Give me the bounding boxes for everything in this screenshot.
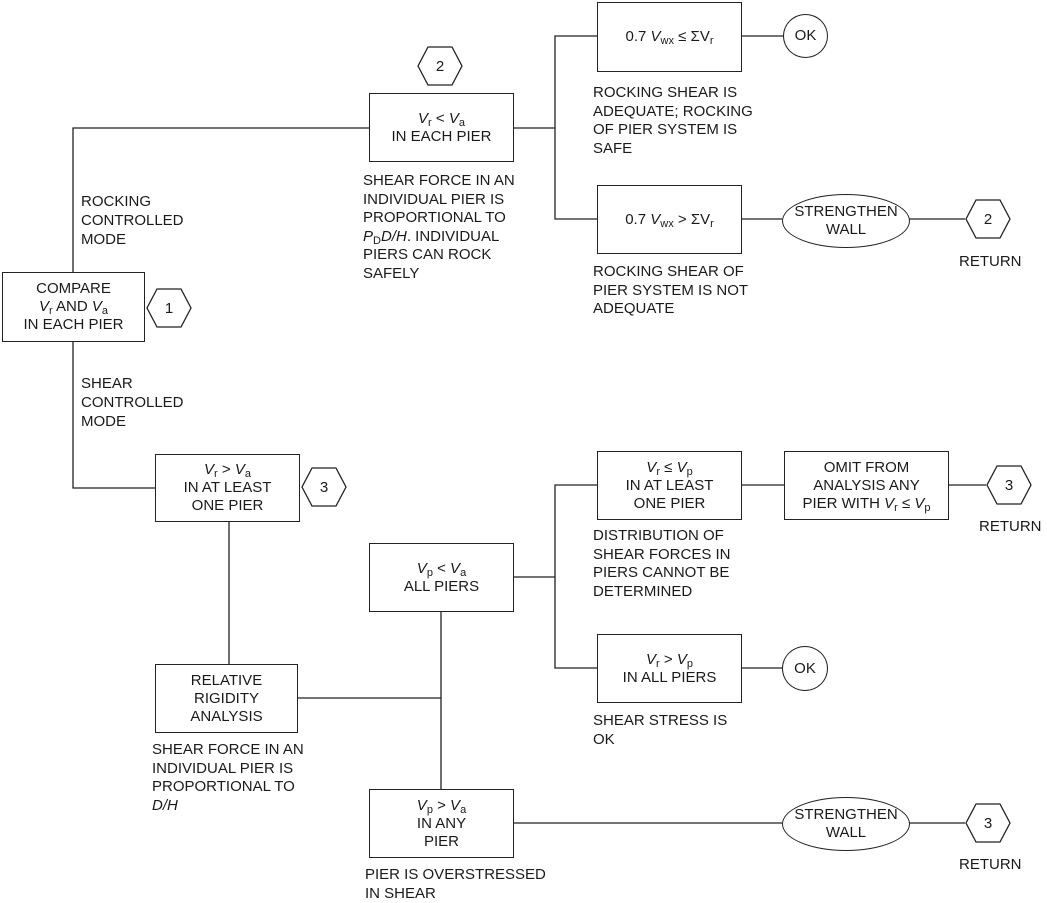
step-marker-2: 2	[417, 46, 463, 86]
connector-start-to-shear	[72, 341, 155, 489]
rocking-mode-label: ROCKING CONTROLLED MODE	[81, 193, 184, 248]
rigidity-analysis-box: RELATIVE RIGIDITY ANALYSIS	[155, 664, 298, 733]
vp-lt-va-formula: Vp < Va	[416, 559, 467, 579]
vr-gt-va-box: Vr > Va IN AT LEAST ONE PIER	[155, 454, 300, 522]
compare-line1: COMPARE	[36, 280, 111, 297]
check-ok-formula: 0.7 Vwx ≤ ΣVr	[625, 28, 714, 47]
return-marker-3a: 3	[986, 465, 1032, 505]
vr-lt-va-box: Vr < Va IN EACH PIER	[369, 93, 514, 162]
compare-line3: IN EACH PIER	[23, 316, 124, 333]
strengthen-wall-oval-2: STRENGTHEN WALL	[782, 797, 910, 851]
shear-ok-note: SHEAR STRESS IS OK	[593, 712, 728, 748]
rocking-note-formula: PDD/H. INDIVIDUAL	[363, 227, 500, 247]
return-label-2: RETURN	[979, 518, 1042, 535]
hexagon-icon	[965, 803, 1011, 843]
connector-shear-fork	[554, 484, 597, 669]
check-fail-box: 0.7 Vwx > ΣVr	[597, 185, 742, 254]
vr-gt-vp-formula: Vr > Vp	[646, 650, 693, 670]
connector-start-to-rocking	[72, 127, 369, 272]
hexagon-icon	[146, 288, 192, 328]
rocking-fail-note: ROCKING SHEAR OF PIER SYSTEM IS NOT ADEQ…	[593, 263, 749, 317]
distribution-note: DISTRIBUTION OF SHEAR FORCES IN PIERS CA…	[593, 527, 731, 600]
vp-lt-va-box: Vp < Va ALL PIERS	[369, 543, 514, 612]
return-marker-3b: 3	[965, 803, 1011, 843]
hexagon-icon	[965, 199, 1011, 239]
vr-lt-va-line2: IN EACH PIER	[391, 127, 492, 145]
step-marker-3: 3	[301, 467, 347, 507]
check-ok-box: 0.7 Vwx ≤ ΣVr	[597, 2, 742, 72]
vr-le-vp-formula: Vr ≤ Vp	[646, 458, 693, 478]
vr-gt-vp-box: Vr > Vp IN ALL PIERS	[597, 634, 742, 703]
vp-gt-va-box: Vp > Va IN ANY PIER	[369, 789, 514, 858]
return-label-3: RETURN	[959, 856, 1022, 873]
vp-gt-va-formula: Vp > Va	[416, 796, 467, 816]
compare-line2: Vr AND Va	[38, 298, 108, 317]
omit-box: OMIT FROM ANALYSIS ANY PIER WITH Vr ≤ Vp	[784, 451, 949, 520]
compare-box: COMPARE Vr AND Va IN EACH PIER	[2, 272, 145, 342]
hexagon-icon	[986, 465, 1032, 505]
strengthen-wall-oval-1: STRENGTHEN WALL	[782, 194, 910, 248]
return-label-1: RETURN	[959, 253, 1022, 270]
hexagon-icon	[417, 46, 463, 86]
vr-gt-va-formula: Vr > Va	[204, 461, 251, 480]
shear-mode-label: SHEAR CONTROLLED MODE	[81, 375, 184, 430]
vr-lt-va-formula: Vr < Va	[418, 109, 465, 129]
overstressed-note: PIER IS OVERSTRESSED IN SHEAR	[365, 866, 546, 902]
rigidity-note: SHEAR FORCE IN AN INDIVIDUAL PIER IS PRO…	[152, 741, 304, 814]
ok-circle-1: OK	[783, 14, 828, 58]
rocking-shear-note: SHEAR FORCE IN AN INDIVIDUAL PIER IS PRO…	[363, 172, 515, 282]
ok-circle-2: OK	[782, 646, 828, 691]
rocking-ok-note: ROCKING SHEAR IS ADEQUATE; ROCKING OF PI…	[593, 84, 753, 157]
hexagon-icon	[301, 467, 347, 507]
return-marker-2: 2	[965, 199, 1011, 239]
vr-le-vp-box: Vr ≤ Vp IN AT LEAST ONE PIER	[597, 451, 742, 520]
step-marker-1: 1	[146, 288, 192, 328]
check-fail-formula: 0.7 Vwx > ΣVr	[625, 210, 714, 230]
connector-rocking-fork	[554, 35, 597, 220]
omit-formula: PIER WITH Vr ≤ Vp	[802, 494, 931, 514]
